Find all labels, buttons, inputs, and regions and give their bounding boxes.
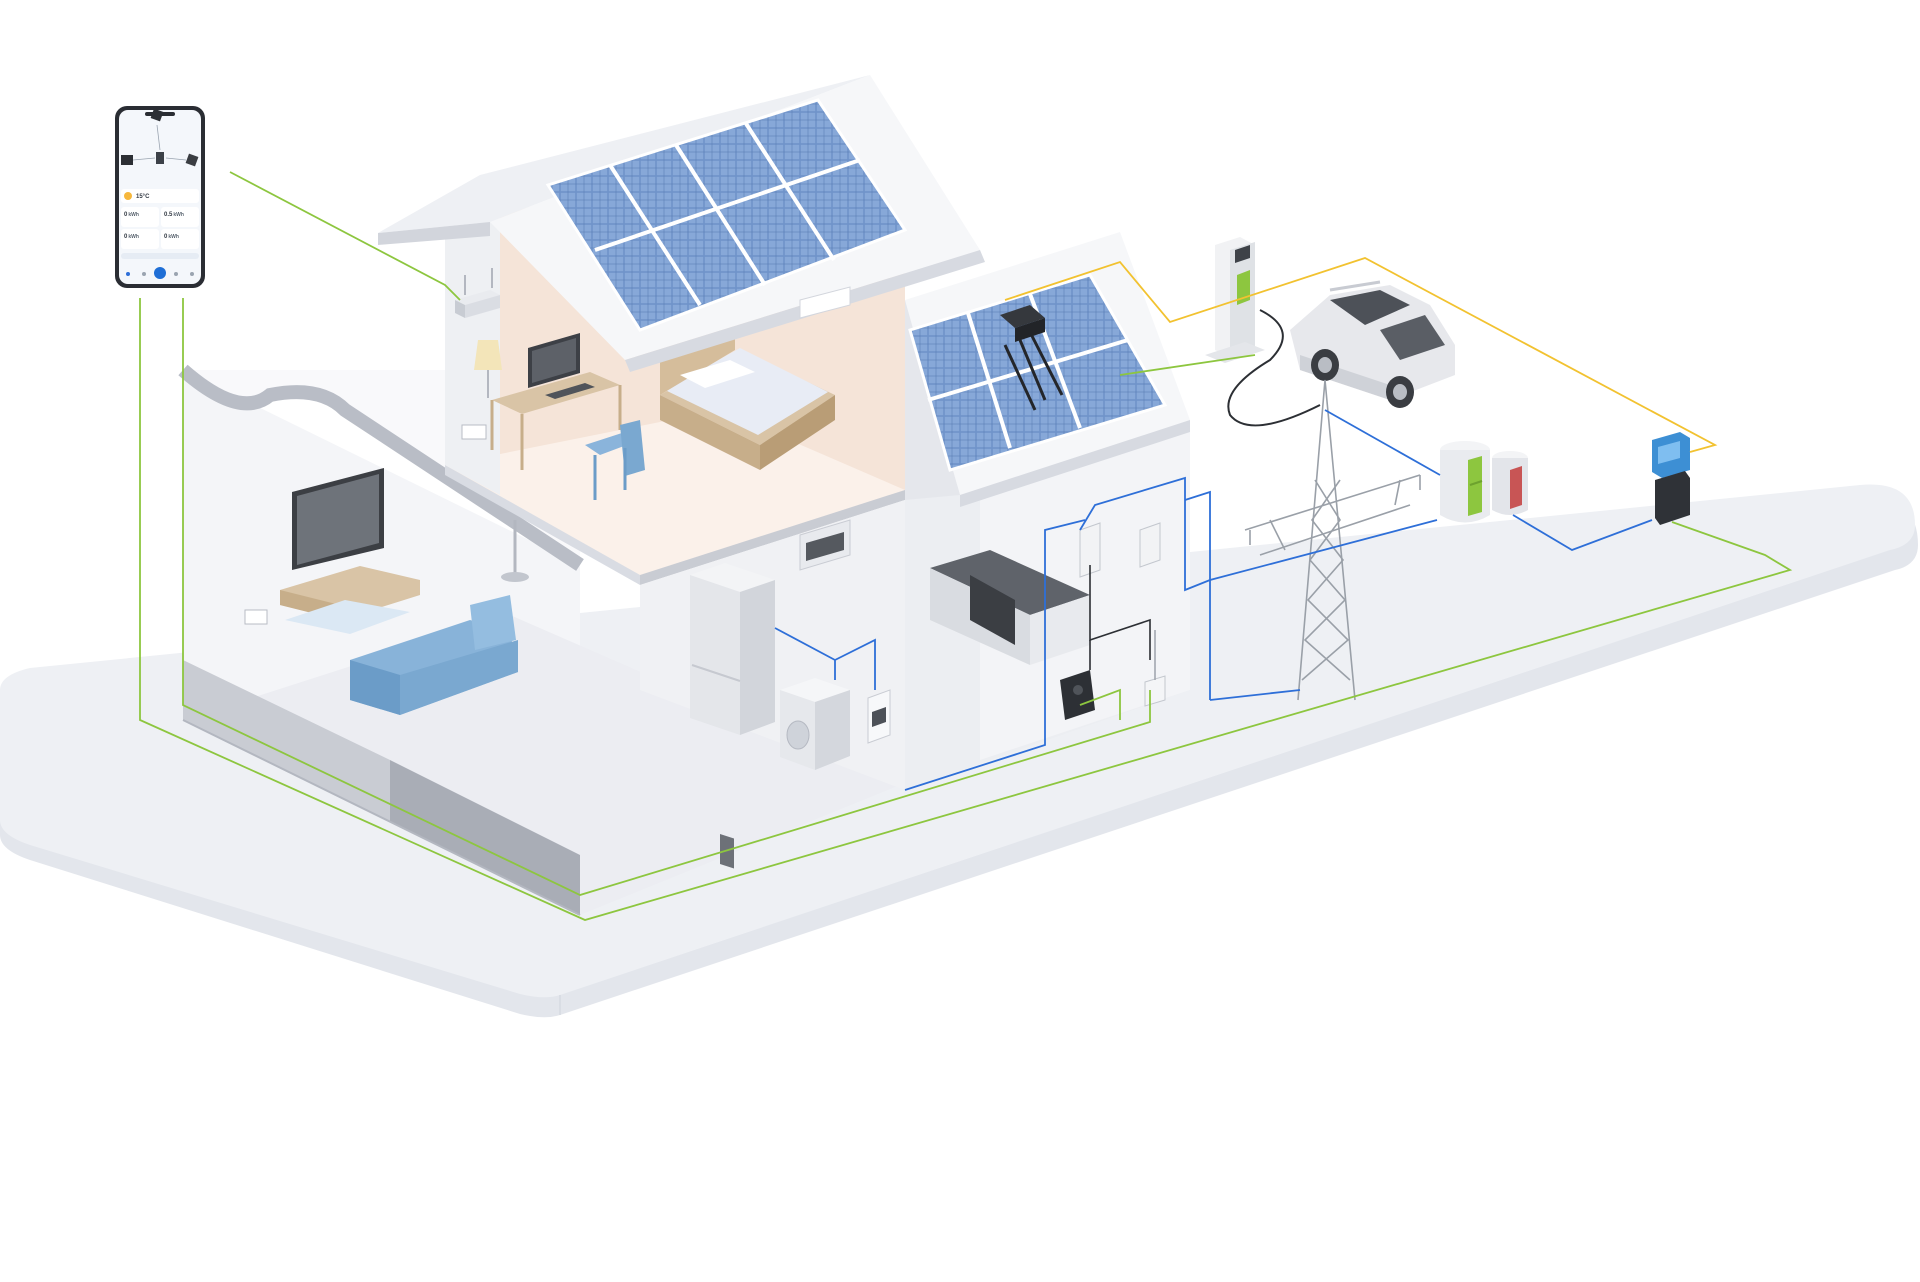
refrigerator-icon [690,563,775,869]
desk-computer-icon [490,333,622,470]
tile-value-1: 0 [124,212,128,218]
microinverter-icon [1000,305,1064,411]
power-connection-lines [774,409,1653,791]
bed-icon [660,338,835,470]
dark-wiring [1089,565,1151,670]
dc-connection-lines [1004,257,1718,453]
svg-text:0kWh: 0kWh [164,234,179,240]
battery-storage-icon [1440,441,1528,523]
tile-unit-3: kWh [128,234,139,240]
electric-car-icon [1290,280,1455,408]
kitchen-building [905,232,1190,790]
utility-area [640,500,905,869]
left-roof [378,75,985,372]
power-tower-icon [1244,379,1421,701]
tile-value-2: 0.5 [164,212,173,218]
roof-solar-panels [908,273,1168,472]
svg-text:0.5kWh: 0.5kWh [164,212,184,218]
washing-machine-icon [780,678,850,770]
tile-unit-1: kWh [128,212,139,218]
tile-unit-4: kWh [168,234,179,240]
svg-text:0kWh: 0kWh [124,234,139,240]
tile-value-4: 0 [164,234,168,240]
breaker-box-icon [799,519,851,571]
smartphone-app-icon: 15°C 0kWh 0.5kWh 0kWh 0kWh [115,106,205,288]
television-icon [292,468,384,570]
svg-text:0kWh: 0kWh [124,212,139,218]
smart-meter-icon [1652,432,1690,525]
weather-temp: 15°C [136,194,150,200]
sofa-icon [350,595,518,715]
tile-unit-2: kWh [173,212,184,218]
tile-value-3: 0 [124,234,128,240]
wifi-router-icon [455,268,500,318]
data-connection-lines [139,171,1793,921]
ev-charger-icon [1205,237,1265,363]
solar-panel-array-icon [545,98,908,332]
wall-gateway-icon [867,689,891,744]
